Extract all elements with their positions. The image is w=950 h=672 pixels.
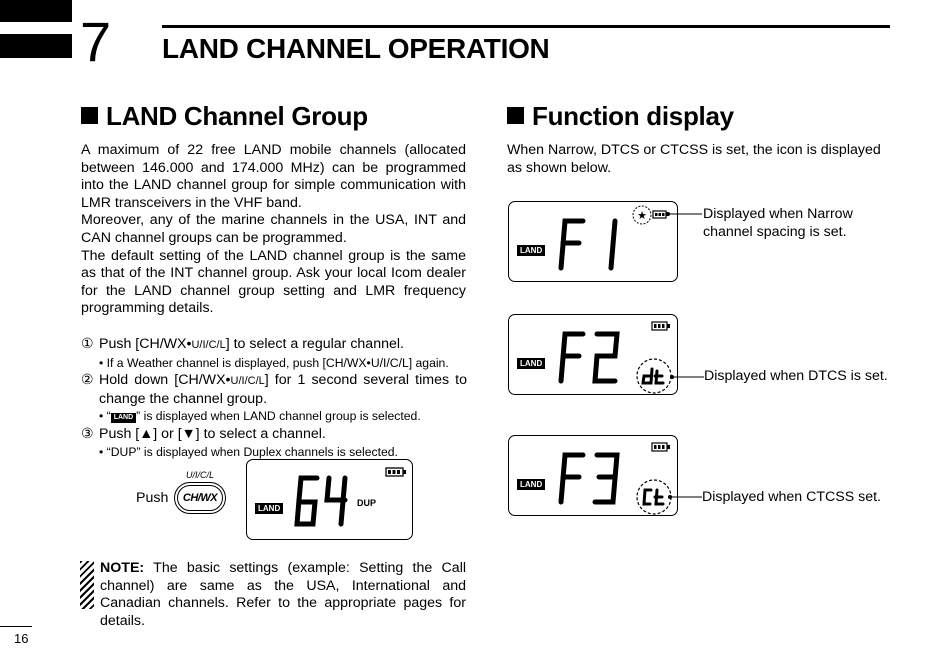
chapter-tab-bottom	[0, 34, 72, 58]
note-text: The basic settings (example: Setting the…	[100, 560, 466, 629]
land-badge: LAND	[517, 245, 546, 256]
chapter-tab-top	[0, 0, 72, 22]
caption-narrow: Displayed when Narrow channel spacing is…	[703, 206, 853, 240]
header-rule	[162, 25, 890, 28]
step-3-note: • “DUP” is displayed when Duplex channel…	[99, 444, 398, 459]
dup-indicator: DUP	[357, 498, 377, 508]
chapter-number: 7	[80, 10, 112, 73]
page-number: 16	[14, 631, 29, 646]
step-1: ① Push [CH/WX•U/I/C/L] to select a regul…	[81, 336, 404, 352]
push-label: Push	[136, 490, 169, 506]
lcd-digits-f2	[558, 331, 620, 384]
land-icon: LAND	[110, 413, 137, 424]
battery-icon	[385, 467, 406, 477]
caption-dtcs: Displayed when DTCS is set.	[704, 368, 888, 384]
callout-line-dtcs	[670, 375, 704, 379]
lcd-digits-f1	[558, 218, 618, 271]
paragraph: A maximum of 22 free LAND mobile channel…	[81, 142, 466, 211]
left-intro-text: A maximum of 22 free LAND mobile channel…	[81, 142, 466, 318]
steps-list: ① Push [CH/WX•U/I/C/L] to select a regul…	[81, 336, 467, 461]
right-section-heading: Function display	[507, 101, 734, 131]
lcd-display-64: LAND DUP	[246, 459, 413, 540]
step-3: ③ Push [▲] or [▼] to select a channel.	[81, 425, 326, 442]
function-display-intro: When Narrow, DTCS or CTCSS is set, the i…	[507, 142, 881, 176]
paragraph: Moreover, any of the marine channels in …	[81, 212, 466, 246]
caption-ctcss: Displayed when CTCSS set.	[702, 489, 881, 505]
key-sub-label: U/I/C/L	[186, 470, 215, 480]
ch-wx-key: CH/WX	[174, 482, 226, 514]
battery-icon	[651, 442, 670, 452]
lcd-display-f2: LAND	[508, 314, 678, 395]
lcd-display-f3: LAND	[508, 435, 678, 516]
step-2: ② Hold down [CH/WX•U/I/C/L] for 1 second…	[81, 372, 467, 407]
square-bullet-icon	[81, 107, 98, 124]
callout-line-narrow	[666, 212, 702, 216]
dtcs-icon	[636, 358, 672, 394]
lcd-display-f1: LAND ★	[508, 201, 678, 282]
battery-icon	[651, 321, 670, 331]
note-label: NOTE:	[100, 560, 145, 576]
square-bullet-icon	[507, 107, 524, 124]
land-badge: LAND	[517, 358, 546, 369]
step-2-note: • “LAND” is displayed when LAND channel …	[99, 409, 421, 424]
land-badge: LAND	[517, 479, 546, 490]
note-box: NOTE: The basic settings (example: Setti…	[80, 560, 466, 630]
ch-wx-key-label: CH/WX	[177, 485, 223, 511]
paragraph: The default setting of the LAND channel …	[81, 247, 466, 317]
left-section-heading: LAND Channel Group	[81, 101, 368, 131]
lcd-digits-f3	[558, 452, 620, 505]
lcd-digits-64	[294, 475, 348, 527]
chapter-title: LAND CHANNEL OPERATION	[162, 33, 550, 64]
land-badge: LAND	[255, 503, 284, 514]
svg-text:★: ★	[637, 209, 647, 222]
note-hatch-icon	[80, 561, 94, 609]
step-1-note: • If a Weather channel is displayed, pus…	[99, 355, 449, 370]
callout-line-ctcss	[668, 495, 702, 499]
footer-rule	[0, 626, 32, 627]
